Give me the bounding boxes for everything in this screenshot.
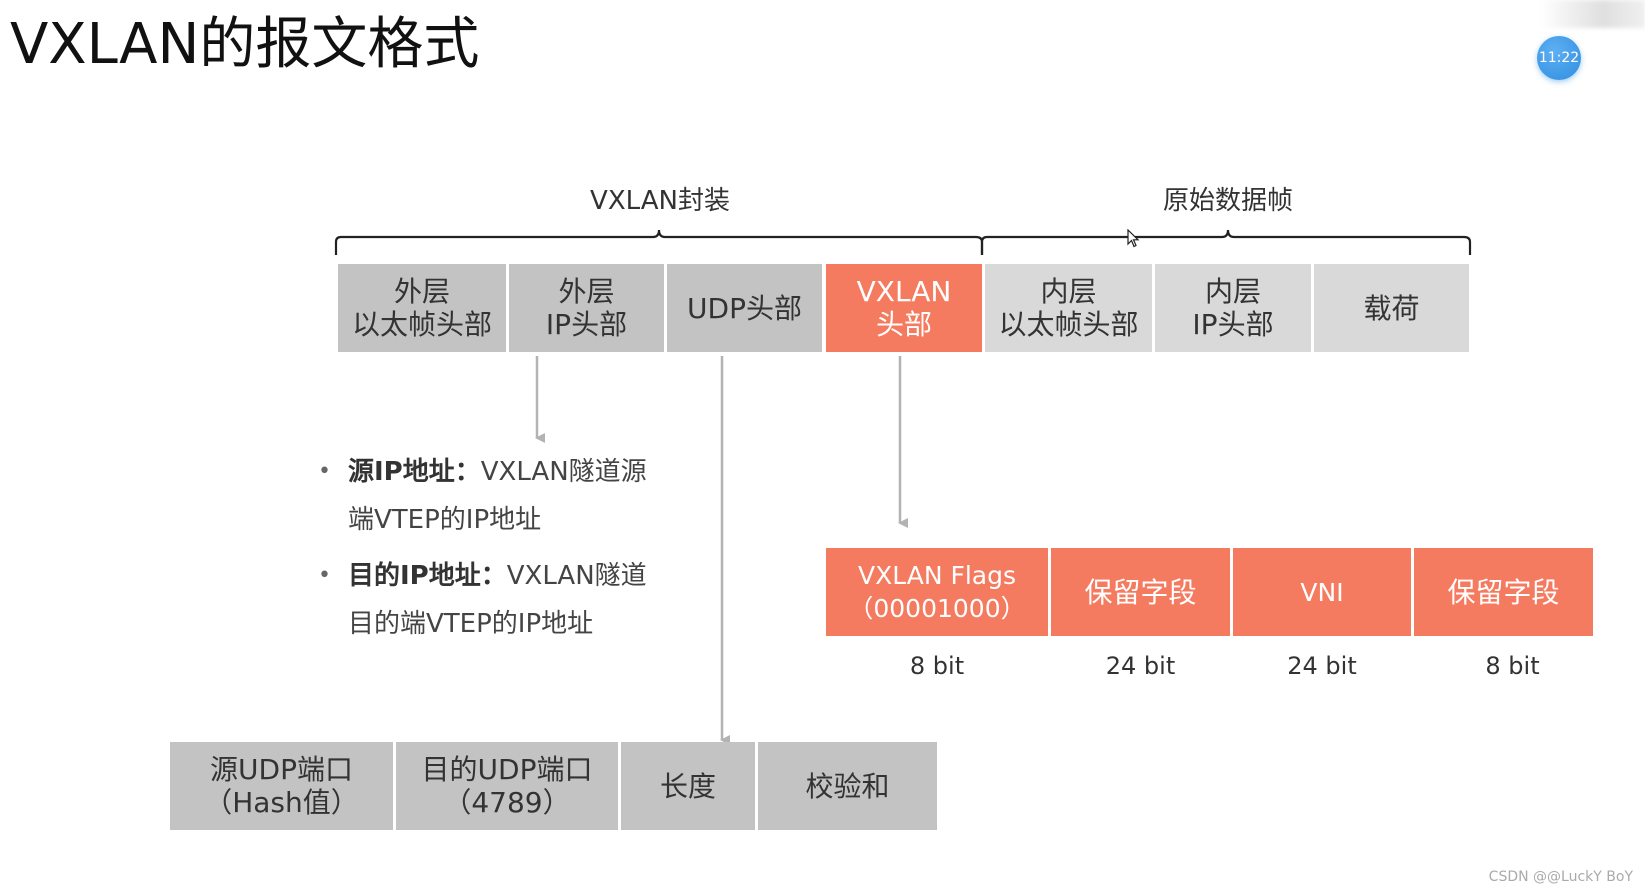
corner-decoration <box>1540 0 1645 28</box>
field-inner-ethernet-header: 内层 以太帧头部 <box>985 264 1152 352</box>
vni-field: VNI <box>1233 548 1411 636</box>
vxlan-reserved-field-1: 保留字段 <box>1051 548 1230 636</box>
field-payload: 载荷 <box>1314 264 1469 352</box>
list-item: • 目的IP地址：VXLAN隧道 目的端VTEP的IP地址 <box>318 552 698 648</box>
bullet-icon: • <box>318 459 331 484</box>
vxlan-flags-field: VXLAN Flags （00001000） <box>826 548 1048 636</box>
field-outer-ethernet-header: 外层 以太帧头部 <box>338 264 506 352</box>
bit-length-reserved-2: 8 bit <box>1485 652 1540 680</box>
bit-length-vni: 24 bit <box>1287 652 1357 680</box>
field-vxlan-header: VXLAN 头部 <box>826 264 982 352</box>
mouse-cursor-icon <box>1127 229 1140 248</box>
udp-source-port-field: 源UDP端口 （Hash值） <box>170 742 393 830</box>
list-item: • 源IP地址：VXLAN隧道源 端VTEP的IP地址 <box>318 448 698 544</box>
udp-length-field: 长度 <box>621 742 755 830</box>
udp-checksum-field: 校验和 <box>758 742 937 830</box>
vxlan-reserved-field-2: 保留字段 <box>1414 548 1593 636</box>
ip-address-notes: • 源IP地址：VXLAN隧道源 端VTEP的IP地址 • 目的IP地址：VXL… <box>318 448 698 656</box>
brace-original-frame <box>980 229 1472 255</box>
bit-length-flags: 8 bit <box>909 652 965 680</box>
bit-length-reserved-1: 24 bit <box>1105 652 1176 680</box>
clock-badge[interactable]: 11:22 <box>1537 36 1581 80</box>
udp-destination-port-field: 目的UDP端口 （4789） <box>396 742 618 830</box>
field-outer-ip-header: 外层 IP头部 <box>509 264 664 352</box>
brace-vxlan-encapsulation <box>334 229 984 255</box>
original-frame-label: 原始数据帧 <box>1162 186 1293 216</box>
bullet-icon: • <box>318 563 331 588</box>
page-title: VXLAN的报文格式 <box>10 12 480 77</box>
field-inner-ip-header: 内层 IP头部 <box>1155 264 1311 352</box>
watermark: CSDN @@LuckY BoY <box>1488 869 1633 885</box>
field-udp-header: UDP头部 <box>667 264 822 352</box>
vxlan-encapsulation-label: VXLAN封装 <box>590 186 730 216</box>
